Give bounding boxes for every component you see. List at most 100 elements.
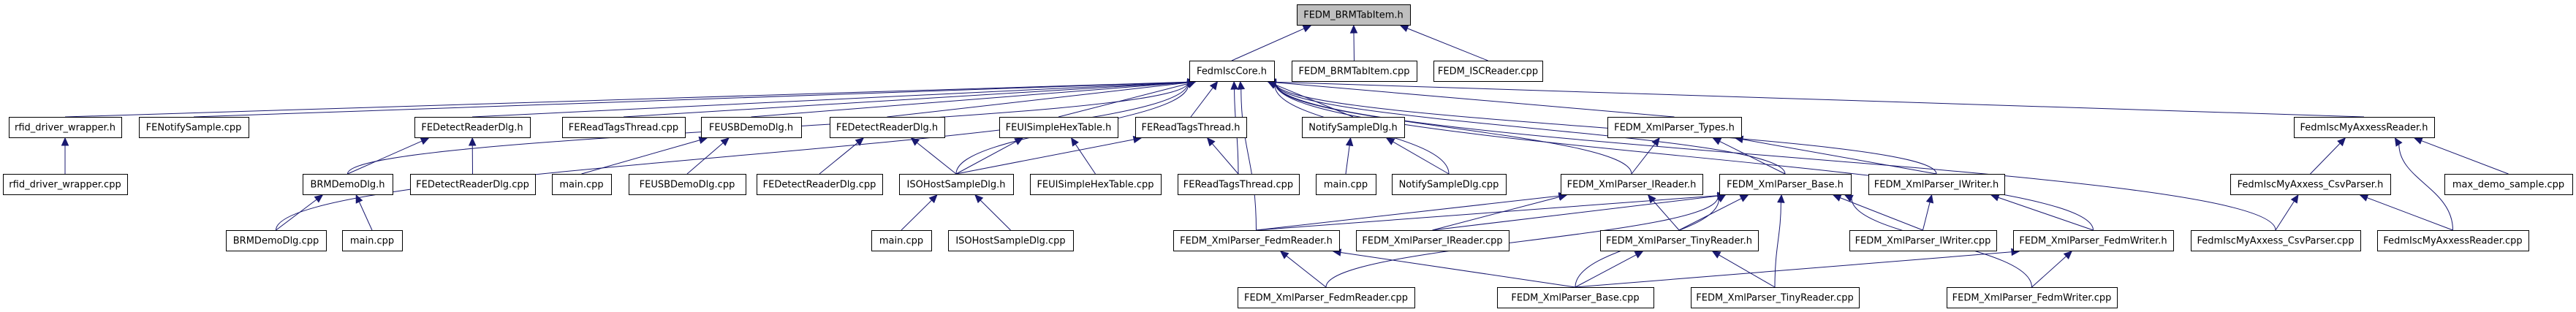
edge-arrow [1070,137,1096,175]
node-main-cpp[interactable]: main.cpp [871,230,932,251]
node-box [1868,174,2005,195]
arrowhead-icon [1302,25,1312,33]
node-fedm-brmtabitem-cpp[interactable]: FEDM_BRMTabItem.cpp [1292,61,1417,82]
node-label: FEDM_BRMTabItem.h [1303,10,1403,21]
node-max-demo-sample-cpp[interactable]: max_demo_sample.cpp [2444,174,2573,195]
node-fedm-xmlparser-ireader-h[interactable]: FEDM_XmlParser_IReader.h [1561,174,1703,195]
node-fedm-xmlparser-tinyreader-h[interactable]: FEDM_XmlParser_TinyReader.h [1600,230,1759,251]
node-feuisimplehextable-h[interactable]: FEUISimpleHexTable.h [999,117,1118,138]
node-box [562,117,686,138]
node-fedm-xmlparser-fedmwriter-cpp[interactable]: FEDM_XmlParser_FedmWriter.cpp [1947,287,2118,308]
node-fedm-xmlparser-fedmwriter-h[interactable]: FEDM_XmlParser_FedmWriter.h [2013,230,2174,251]
edge-line [1256,195,1560,231]
edge-line [1231,28,1305,61]
edge-arrow [1267,78,2365,118]
edge-arrow [974,194,1011,231]
edge-line [1275,83,1937,175]
node-fedm-xmlparser-base-h[interactable]: FEDM_XmlParser_Base.h [1719,174,1852,195]
node-fedetectreaderdlg-cpp[interactable]: FEDetectReaderDlg.cpp [410,174,536,195]
node-main-cpp[interactable]: main.cpp [552,174,612,195]
arrowhead-icon [2359,194,2369,202]
edge-line [901,199,932,231]
node-label: ISOHostSampleDlg.cpp [955,236,1065,247]
arrowhead-icon [1634,251,1644,259]
node-label: main.cpp [1324,180,1368,191]
node-label: max_demo_sample.cpp [2452,180,2564,191]
edge-line [276,199,317,231]
node-label: rfid_driver_wrapper.cpp [9,180,121,191]
node-box [2294,117,2435,138]
node-fedm-xmlparser-iwriter-h[interactable]: FEDM_XmlParser_IWriter.h [1868,174,2005,195]
node-fedm-xmlparser-base-cpp[interactable]: FEDM_XmlParser_Base.cpp [1497,287,1654,308]
node-main-cpp[interactable]: main.cpp [342,230,403,251]
node-fedm-xmlparser-types-h[interactable]: FEDM_XmlParser_Types.h [1607,117,1742,138]
node-box [1392,174,1507,195]
node-label: FEUSBDemoDlg.h [709,123,793,134]
edge-arrow [1631,137,1660,175]
arrowhead-icon [61,137,69,146]
edge-line [1432,195,1719,231]
edge-arrow [1256,191,1568,231]
node-box [1297,4,1411,26]
edge-line [1575,251,2012,288]
node-brmdemodlg-h[interactable]: BRMDemoDlg.h [303,174,393,195]
node-fedmiscmyaxxessreader-cpp[interactable]: FedmIscMyAxxessReader.cpp [2377,230,2529,251]
node-fedmiscmyaxxessreader-h[interactable]: FedmIscMyAxxessReader.h [2294,117,2435,138]
arrowhead-icon [355,194,363,204]
node-notifysampledlg-h[interactable]: NotifySampleDlg.h [1302,117,1405,138]
node-box [1292,61,1417,82]
node-fedetectreaderdlg-h[interactable]: FEDetectReaderDlg.h [414,117,531,138]
node-notifysampledlg-cpp[interactable]: NotifySampleDlg.cpp [1392,174,1507,195]
node-feusbdemodlg-h[interactable]: FEUSBDemoDlg.h [701,117,802,138]
edge-line [2310,142,2341,175]
node-fedm-iscreader-cpp[interactable]: FEDM_ISCReader.cpp [1433,61,1543,82]
arrowhead-icon [1711,251,1721,259]
edge-arrow [1237,80,1257,231]
node-isohostsampledlg-cpp[interactable]: ISOHostSampleDlg.cpp [948,230,1074,251]
node-fedm-xmlparser-iwriter-cpp[interactable]: FEDM_XmlParser_IWriter.cpp [1849,230,1997,251]
node-label: FEUISimpleHexTable.cpp [1037,180,1153,191]
node-fedmisccore-h[interactable]: FedmIscCore.h [1189,61,1275,82]
edge-line [1432,197,1560,231]
node-feuisimplehextable-cpp[interactable]: FEUISimpleHexTable.cpp [1030,174,1162,195]
edge-line [1719,141,1786,175]
edge-arrow [2394,137,2453,231]
edge-line [1275,82,1675,118]
node-fedm-xmlparser-ireader-cpp[interactable]: FEDM_XmlParser_IReader.cpp [1356,230,1509,251]
node-box [757,174,883,195]
edge-arrow [1575,248,2020,288]
node-box [1173,230,1340,251]
node-fedetectreaderdlg-h[interactable]: FEDetectReaderDlg.h [830,117,945,138]
node-isohostsampledlg-h[interactable]: ISOHostSampleDlg.h [899,174,1014,195]
node-main-cpp[interactable]: main.cpp [1316,174,1376,195]
node-rfid-driver-wrapper-cpp[interactable]: rfid_driver_wrapper.cpp [3,174,128,195]
node-box [999,117,1118,138]
node-fereadtagsthread-cpp[interactable]: FEReadTagsThread.cpp [1178,174,1300,195]
node-box [1561,174,1703,195]
node-fedm-xmlparser-tinyreader-cpp[interactable]: FEDM_XmlParser_TinyReader.cpp [1691,287,1860,308]
node-rfid-driver-wrapper-h[interactable]: rfid_driver_wrapper.h [9,117,122,138]
node-fedm-xmlparser-fedmreader-cpp[interactable]: FEDM_XmlParser_FedmReader.cpp [1238,287,1415,308]
node-brmdemodlg-cpp[interactable]: BRMDemoDlg.cpp [226,230,327,251]
edge-line [751,82,1189,118]
edge-layer [61,24,2509,288]
node-fenotifysample-cpp[interactable]: FENotifySample.cpp [139,117,249,138]
edge-arrow [1190,81,1219,118]
node-fedm-brmtabitem-h[interactable]: FEDM_BRMTabItem.h [1297,4,1411,26]
node-box [830,117,945,138]
node-fedmiscmyaxxess-csvparser-h[interactable]: FedmIscMyAxxess_CsvParser.h [2230,174,2391,195]
node-fereadtagsthread-cpp[interactable]: FEReadTagsThread.cpp [562,117,686,138]
edge-arrow [686,137,730,175]
node-fedm-xmlparser-fedmreader-h[interactable]: FEDM_XmlParser_FedmReader.h [1173,230,1340,251]
arrowhead-icon [1230,80,1238,90]
arrowhead-icon [1237,80,1246,91]
node-label: FEDM_XmlParser_Types.h [1614,123,1735,134]
edge-line [1406,28,1488,61]
node-fedmiscmyaxxess-csvparser-cpp[interactable]: FedmIscMyAxxess_CsvParser.cpp [2191,230,2361,251]
node-feusbdemodlg-cpp[interactable]: FEUSBDemoDlg.cpp [629,174,746,195]
edge-line [1742,139,1937,175]
node-box [1497,287,1654,308]
node-fedetectreaderdlg-cpp[interactable]: FEDetectReaderDlg.cpp [757,174,883,195]
node-fereadtagsthread-h[interactable]: FEReadTagsThread.h [1135,117,1247,138]
